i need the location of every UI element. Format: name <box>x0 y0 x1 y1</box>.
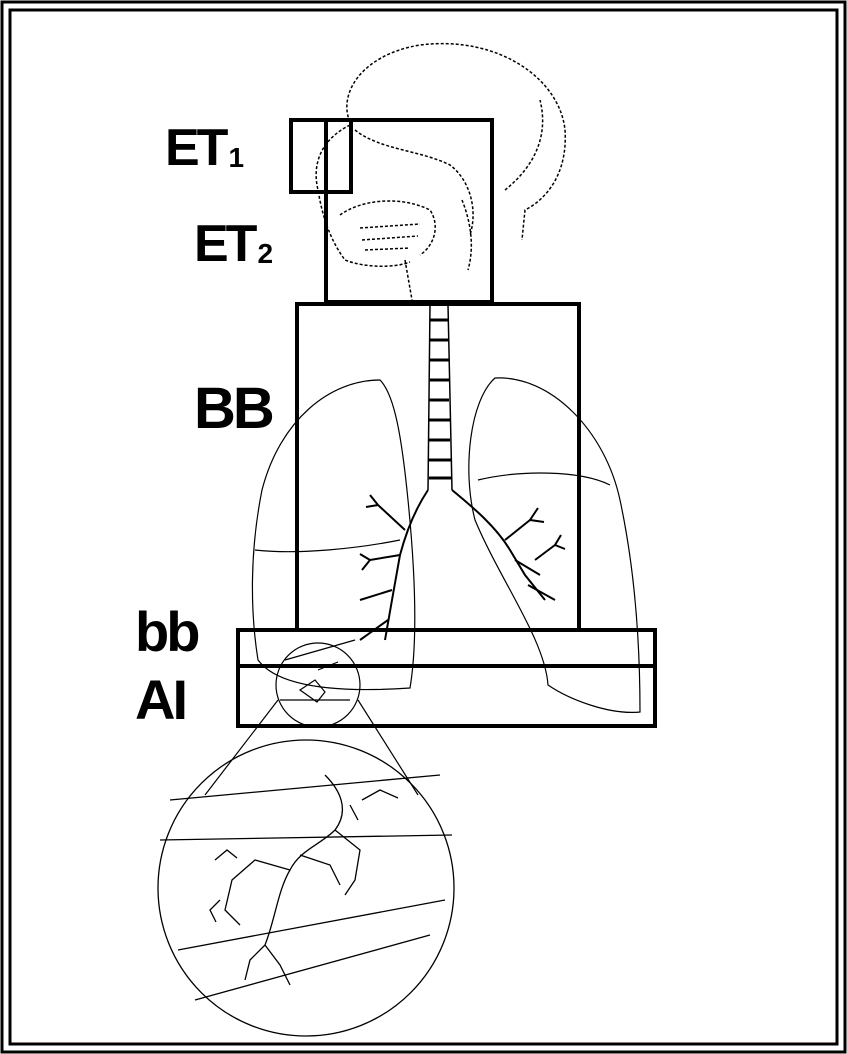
trachea <box>428 305 452 490</box>
lung-outlines <box>252 378 640 713</box>
et2-label-main: ET <box>194 215 254 273</box>
region-boxes <box>238 120 655 726</box>
et1-label-main: ET <box>165 119 225 177</box>
bronchiolar-region-label: bb <box>135 604 197 660</box>
bb-lower-box <box>238 630 655 666</box>
bb-upper-box <box>297 304 579 630</box>
alveolar-region-label: AI <box>135 672 185 728</box>
inner-border <box>10 10 837 1044</box>
bronchial-tree <box>360 490 565 640</box>
alveolar-detail-enlarged <box>158 740 454 1036</box>
et1-box <box>291 120 351 192</box>
head-outline <box>316 44 565 300</box>
et2-label-sub: 2 <box>257 238 273 269</box>
et1-label-sub: 1 <box>228 142 244 173</box>
bronchial-region-label: BB <box>194 380 272 438</box>
alveolar-detail-small <box>276 640 360 727</box>
al-box <box>238 666 655 726</box>
